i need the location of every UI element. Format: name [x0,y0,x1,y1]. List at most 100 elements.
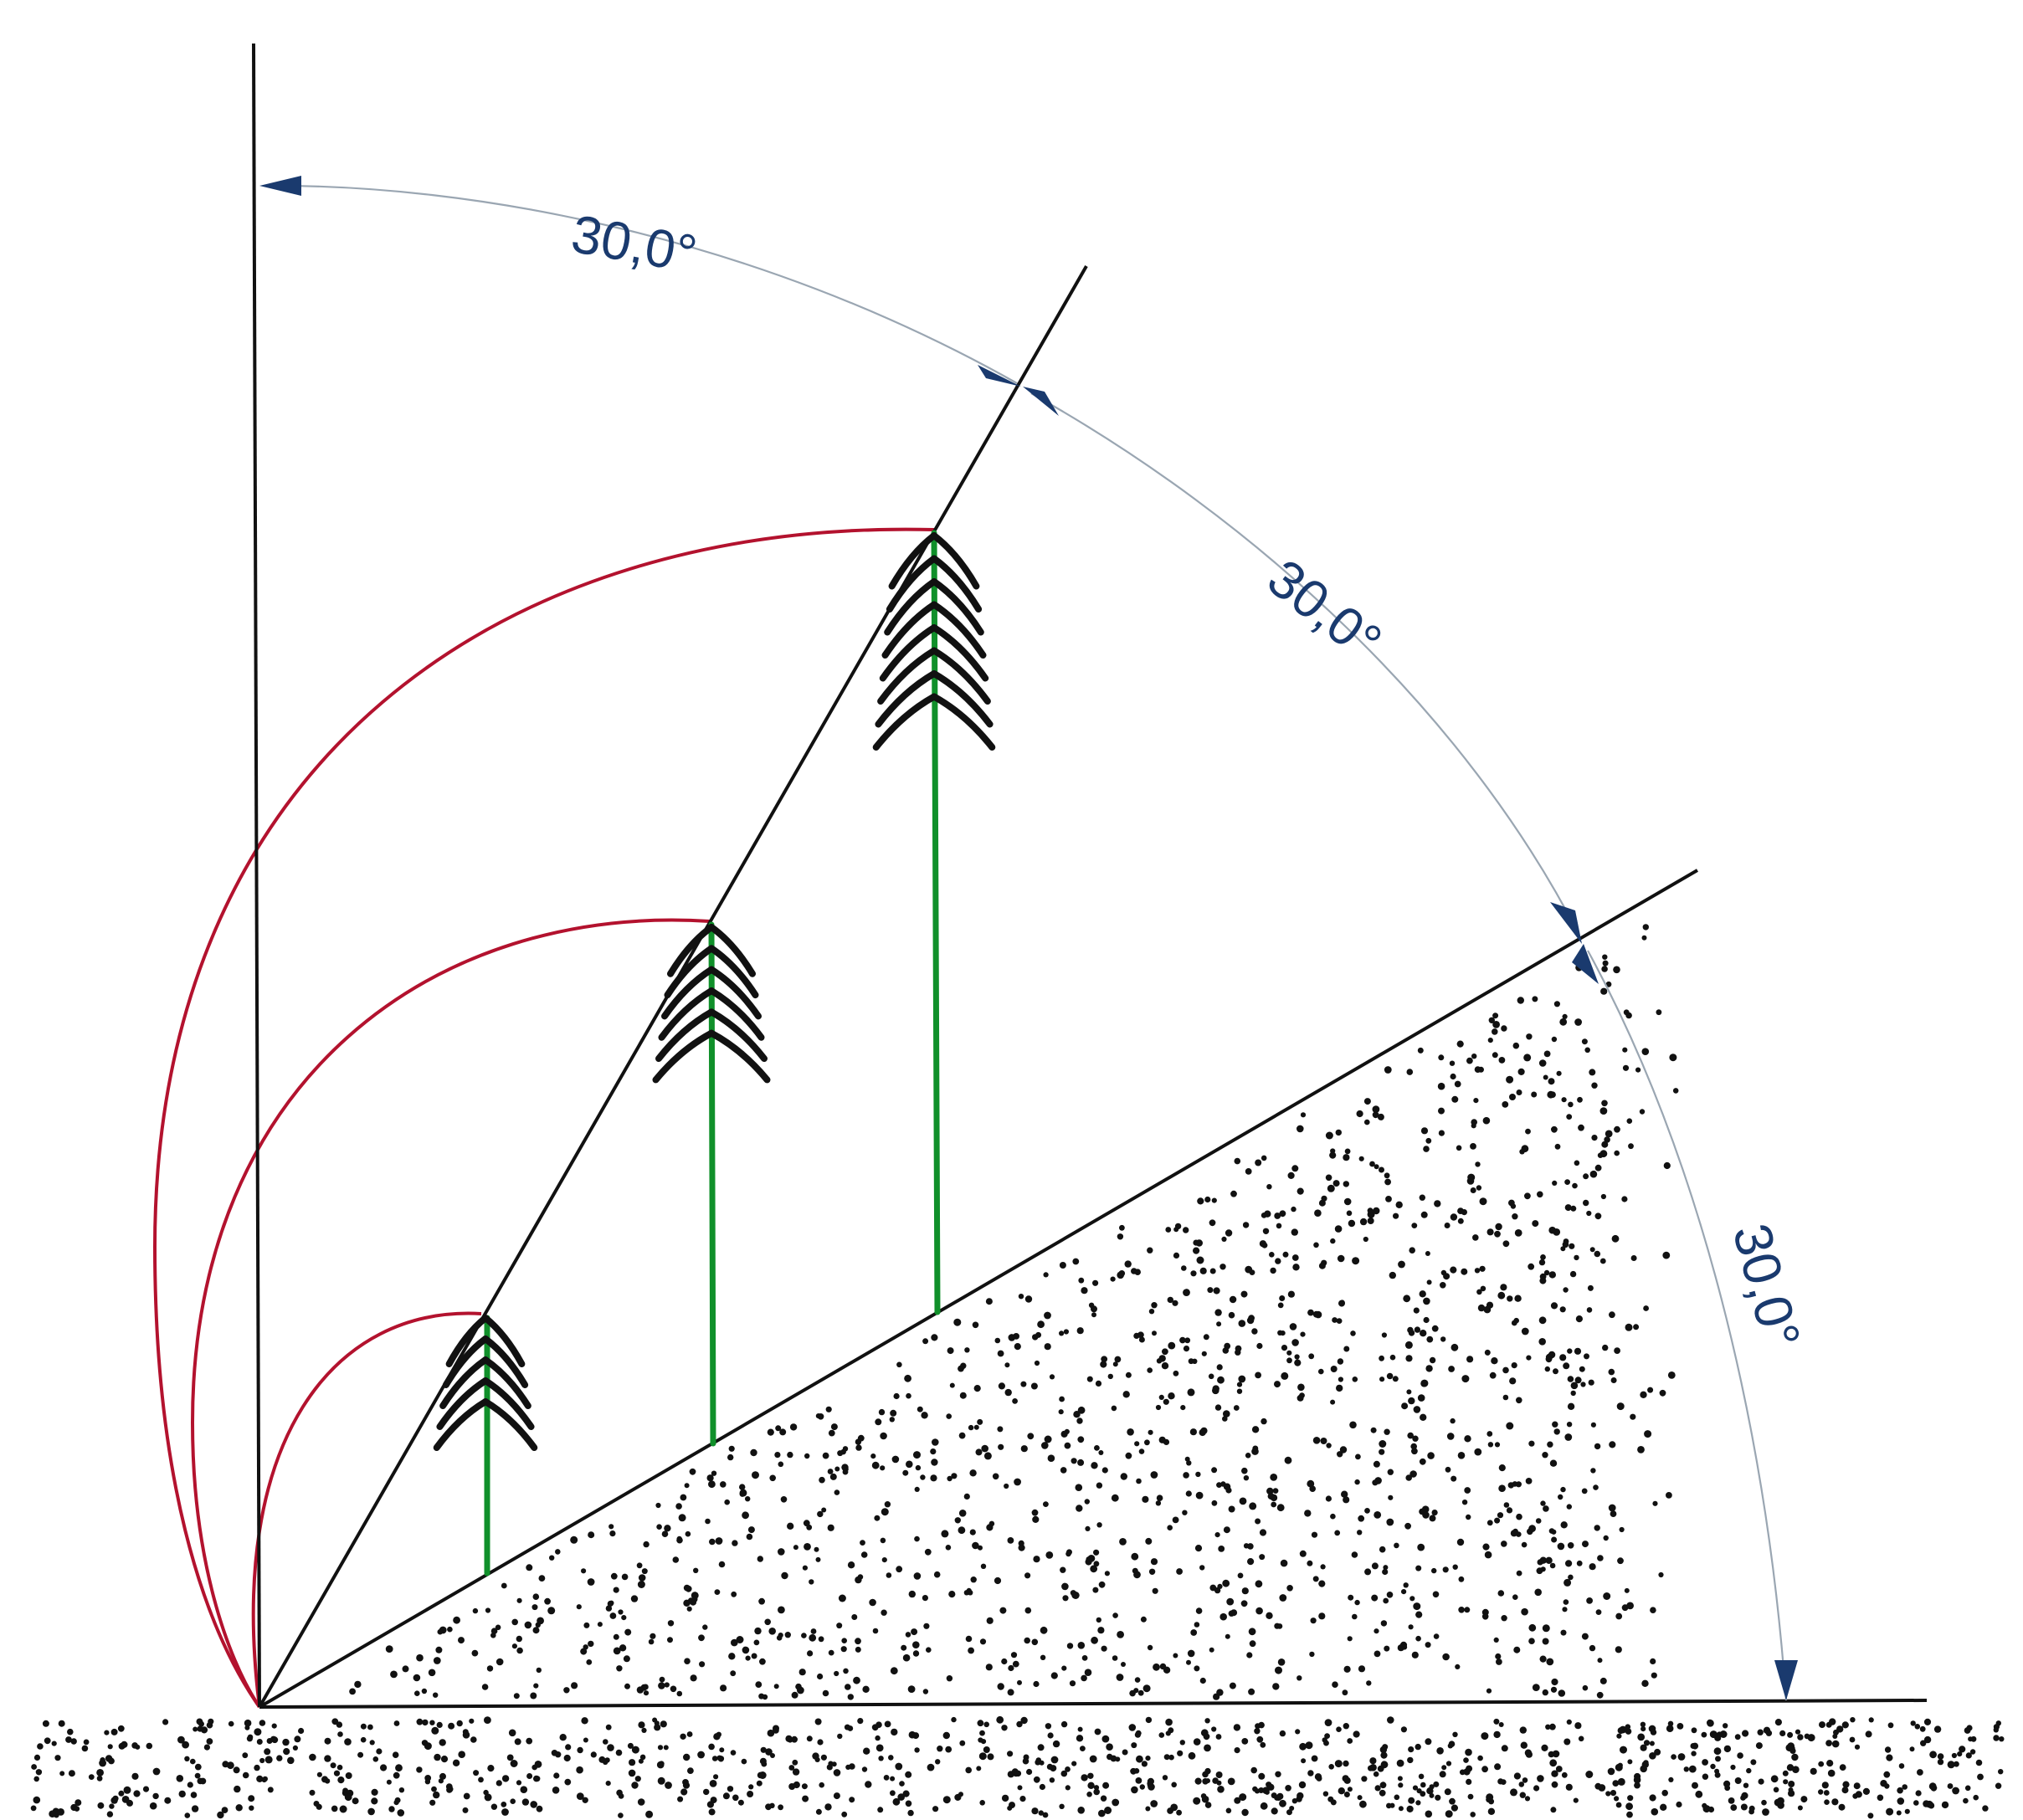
stipple-dot [1382,1568,1389,1576]
stipple-dot [778,1633,783,1638]
stipple-dot [759,1658,766,1665]
stipple-dot [471,1649,479,1657]
stipple-dot [677,1796,684,1802]
stipple-dot [397,1809,405,1817]
stipple-dot [1031,1807,1039,1815]
stipple-dot [1470,1143,1476,1150]
stipple-dot [1279,1799,1286,1807]
tree-branch [708,1008,768,1063]
stipple-dot [987,1753,994,1761]
stipple-dot [267,1787,274,1793]
stipple-dot [680,1733,686,1740]
stipple-dot [951,1716,957,1723]
stipple-dot [262,1776,268,1782]
stipple-dot [1461,1375,1470,1383]
stipple-dot [890,1667,898,1675]
stipple-dot [1449,1797,1456,1805]
stipple-dot [809,1633,817,1642]
stipple-dot [1566,1422,1573,1428]
stipple-dot [1792,1766,1800,1773]
stipple-dot [1387,1469,1394,1475]
stipple-dot [1063,1329,1069,1335]
tree-branches-large [872,532,996,751]
stipple-dot [1836,1725,1844,1733]
stipple-dot [997,1426,1004,1433]
stipple-dot [1567,1348,1573,1354]
stipple-dot [1897,1797,1905,1805]
stipple-dot [672,1556,680,1563]
dimension-arc-bottom [1587,950,1788,1701]
stipple-dot [1171,1782,1177,1788]
stipple-dot [1201,1795,1209,1803]
stipple-dot [822,1452,829,1459]
stipple-dot [1225,1633,1230,1639]
stipple-dot [581,1568,587,1574]
stipple-dot [1642,924,1650,931]
stipple-dot [1127,1428,1134,1436]
stipple-dot [1641,1679,1649,1688]
stipple-dot [1591,1082,1598,1089]
stipple-dot [1334,1225,1343,1233]
stipple-dot [1969,1749,1976,1755]
stipple-dot [1501,1541,1507,1547]
stipple-dot [1300,1112,1307,1118]
stipple-dot [896,1361,902,1368]
stipple-dot [287,1756,295,1765]
stipple-dot [1277,1330,1283,1336]
stipple-dot [862,1685,870,1694]
stipple-dot [1625,1728,1632,1735]
stipple-dot [1064,1442,1071,1449]
stipple-dot [914,1747,920,1753]
stipple-dot [1445,1810,1453,1818]
stipple-dot [30,1805,37,1812]
stipple-dot [1415,1611,1423,1618]
dimension-arc-top [265,184,1018,384]
stipple-dot [797,1686,804,1694]
stipple-dot [1561,1771,1568,1778]
stipple-dot [1551,1781,1558,1788]
stipple-dot [439,1772,446,1780]
stipple-dot [1343,1496,1350,1504]
stipple-dot [969,1529,976,1535]
stipple-dot [1929,1751,1938,1759]
stipple-dot [1896,1810,1902,1816]
stipple-dot [1672,1088,1679,1094]
stipple-dot [874,1515,881,1521]
stipple-dot [1800,1796,1808,1803]
stipple-dot [756,1780,762,1787]
stipple-dot [1854,1744,1861,1750]
stipple-dot [1947,1783,1954,1789]
stipple-dot [869,1598,876,1607]
stipple-dot [1470,1187,1476,1193]
stipple-dot [670,1685,677,1693]
stipple-dot [1661,1789,1668,1797]
stipple-dot [1188,1751,1196,1760]
stipple-dot [81,1745,89,1752]
stipple-dot [563,1687,570,1694]
stipple-dot [1262,1228,1270,1235]
stipple-dot [1507,1482,1515,1489]
stipple-dot [1431,1510,1438,1516]
stipple-dot [812,1752,819,1760]
tree-branch [875,670,937,728]
stipple-dot [819,1476,825,1484]
tree-branch [872,693,937,751]
stipple-dot [473,1770,480,1776]
stipple-dot [1541,1744,1548,1751]
tree-branch [708,945,759,999]
stipple-dot [1026,1768,1033,1776]
stipple-dot [1349,1421,1357,1429]
stipple-dot [997,1683,1004,1690]
stipple-dot [1467,1793,1474,1800]
stipple-dot [1562,1607,1568,1612]
stipple-dot [1519,1149,1525,1155]
stipple-dot [1217,1583,1223,1589]
stipple-dot [980,1563,987,1570]
stipple-dot [35,1769,43,1776]
stipple-dot [1379,1746,1388,1754]
stipple-dot [1247,1543,1254,1550]
stipple-dot [1596,1691,1604,1699]
stipple-dot [1564,1204,1572,1212]
stipple-dot [1255,1371,1261,1379]
stipple-dot [440,1756,449,1763]
